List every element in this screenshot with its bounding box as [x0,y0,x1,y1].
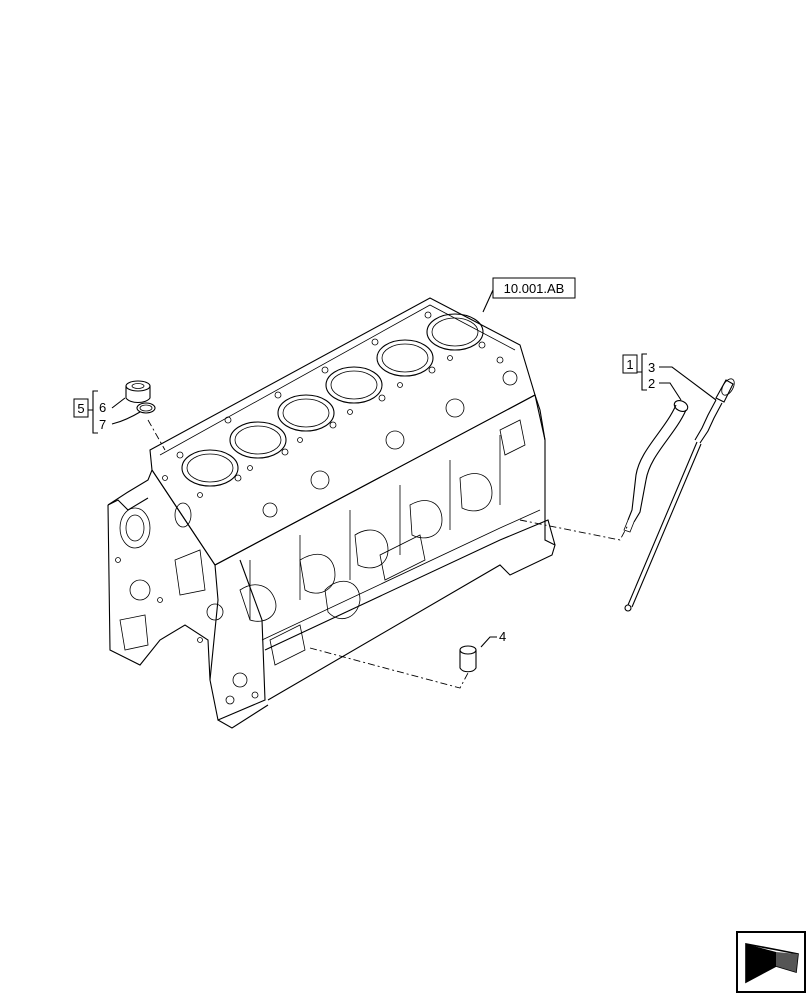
oil-dipstick [624,378,735,612]
svg-text:10.001.AB: 10.001.AB [504,281,565,296]
svg-text:5: 5 [77,401,84,416]
arrow-navigation-icon[interactable] [736,931,806,993]
plug [459,645,477,673]
reference-box-10-001-ab[interactable]: 10.001.AB [492,277,576,299]
sealing-ring [136,402,156,414]
callout-2: 2 [648,376,655,391]
callout-4: 4 [499,629,506,644]
callout-3: 3 [648,360,655,375]
callout-6: 6 [99,400,106,415]
cap [125,380,151,404]
engine-block [107,297,556,729]
leader-lines [111,289,717,689]
callout-bracket-5 [88,390,98,434]
callout-7: 7 [99,417,106,432]
svg-text:1: 1 [626,357,633,372]
callout-bracket-1 [637,353,647,391]
oil-dipstick-tube [623,400,689,533]
callout-5-box[interactable]: 5 [73,398,89,418]
callout-1-box[interactable]: 1 [622,354,638,374]
